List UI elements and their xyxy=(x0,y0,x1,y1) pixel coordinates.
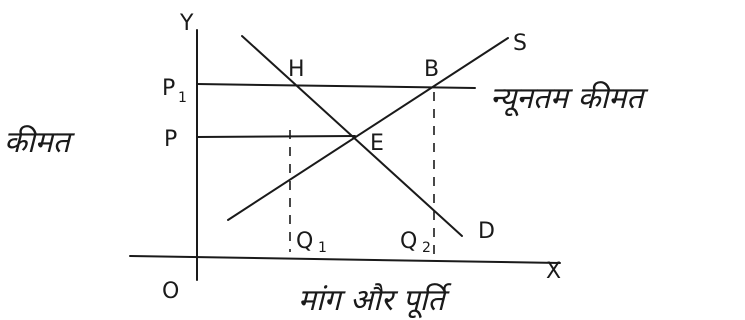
q1-label: Q xyxy=(296,229,313,254)
x-axis xyxy=(129,255,561,264)
demand-label: D xyxy=(478,219,495,244)
y-axis-label: Y xyxy=(179,11,194,36)
point-e-label: E xyxy=(370,131,384,156)
equilibrium-price-label: P xyxy=(164,127,177,152)
minimum-price-line xyxy=(196,83,476,89)
q2-label: Q xyxy=(400,229,417,254)
supply-label: S xyxy=(513,31,527,56)
quantity-axis-hindi-label: मांग और पूर्ति xyxy=(298,283,453,319)
equilibrium-price-line xyxy=(196,135,356,138)
min-price-subscript: 1 xyxy=(178,90,187,106)
min-price-label: P xyxy=(162,76,175,101)
minimum-price-hindi-label: न्यूनतम कीमत xyxy=(490,81,649,117)
origin-label: O xyxy=(162,279,179,304)
point-b-label: B xyxy=(424,57,439,82)
x-axis-label: X xyxy=(546,259,561,284)
q2-subscript: 2 xyxy=(422,240,431,256)
price-axis-hindi-label: कीमत xyxy=(4,125,76,160)
q1-subscript: 1 xyxy=(318,240,327,256)
point-h-label: H xyxy=(288,57,305,82)
supply-curve xyxy=(227,37,509,221)
